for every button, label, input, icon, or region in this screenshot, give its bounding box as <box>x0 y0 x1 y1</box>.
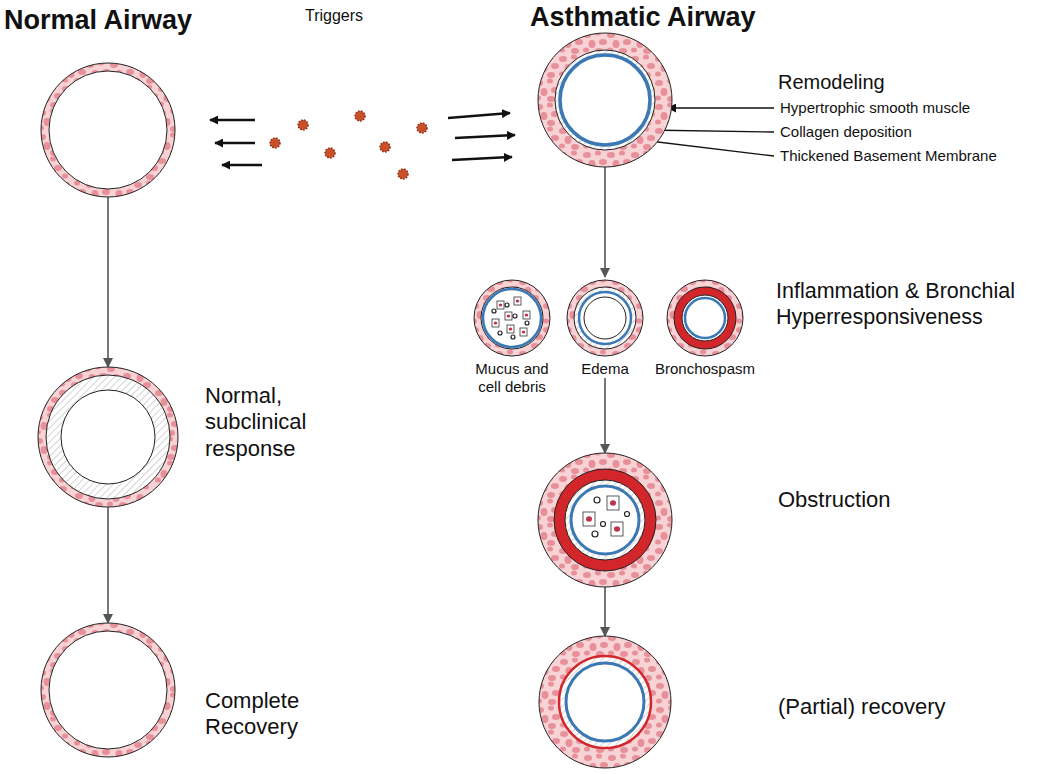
airway-node: Mucus and cell debris <box>462 277 562 396</box>
stage-label: Edema <box>564 360 646 378</box>
flow-arrow <box>604 378 606 453</box>
airway-cross-section <box>471 277 553 359</box>
airway-node: Obstruction <box>538 453 672 587</box>
airway-cross-section <box>38 620 178 760</box>
flow-arrow <box>107 507 109 623</box>
stage-label: (Partial) recovery <box>778 694 945 720</box>
stage-label: Complete Recovery <box>205 688 330 741</box>
stage-label: Obstruction <box>778 487 891 513</box>
stage-label: Normal, subclinical response <box>205 383 340 462</box>
stage-label: Mucus and cell debris <box>462 360 562 396</box>
column-heading: Asthmatic Airway <box>530 1 756 33</box>
airway-node: Normal Airway <box>41 63 175 197</box>
airway-node: Edema <box>564 277 646 378</box>
annotation-label: Thickened Basement Membrane <box>780 147 997 165</box>
airway-node: Bronchospasm <box>655 277 755 378</box>
airway-cross-section <box>564 277 646 359</box>
airway-cross-section <box>535 450 675 590</box>
airway-node: Complete Recovery <box>41 623 175 757</box>
trigger-arrows <box>210 113 515 165</box>
stage-label: Remodeling <box>778 70 885 94</box>
trigger-particles <box>270 111 427 179</box>
annotation-label: Collagen deposition <box>780 123 912 141</box>
airway-node: Asthmatic AirwayRemodeling <box>538 33 672 167</box>
flow-arrow <box>604 167 606 277</box>
annotation-label: Hypertrophic smooth muscle <box>780 99 970 117</box>
annotation-label: Inflammation & Bronchial Hyperresponsive… <box>776 279 1048 331</box>
airway-cross-section <box>38 60 178 200</box>
airway-cross-section <box>536 633 674 771</box>
stage-label: Bronchospasm <box>655 360 755 378</box>
airway-node: Normal, subclinical response <box>38 367 178 507</box>
airway-cross-section <box>664 277 746 359</box>
airway-node: (Partial) recovery <box>539 636 671 768</box>
annotation-label: Triggers <box>305 6 363 25</box>
column-heading: Normal Airway <box>4 4 192 36</box>
flow-arrow <box>107 197 109 367</box>
airway-cross-section <box>535 30 675 170</box>
airway-cross-section <box>35 364 181 510</box>
flow-arrow <box>604 587 606 636</box>
